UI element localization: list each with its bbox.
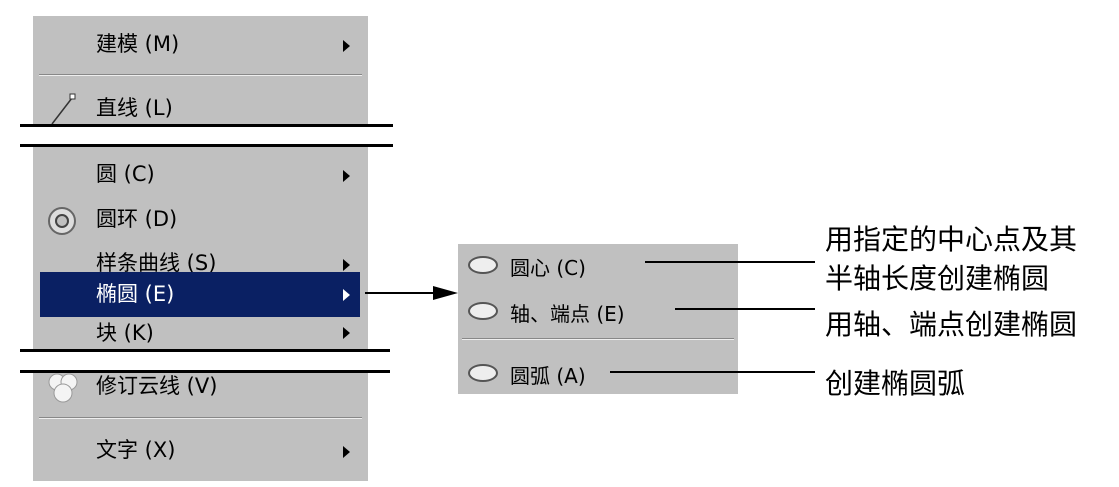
menu-separator (39, 74, 362, 76)
revcloud-icon (48, 373, 78, 403)
annotation-axis: 用轴、端点创建椭圆 (825, 308, 1078, 341)
ellipse-axis-icon (468, 302, 498, 320)
menu-separator (39, 417, 362, 419)
submenu-arrow-icon (343, 259, 350, 271)
submenu-arrow-icon (343, 446, 350, 458)
break-gap (20, 352, 390, 370)
donut-icon (48, 207, 76, 235)
annotation-center-2: 半轴长度创建椭圆 (825, 262, 1050, 295)
arrowhead-icon (433, 286, 458, 300)
menu-item-revcloud[interactable]: 修订云线 (V) (40, 366, 360, 410)
submenu-arrow-icon (343, 170, 350, 182)
break-line (20, 124, 393, 127)
ellipse-arc-icon (468, 364, 498, 382)
submenu-arrow-icon (343, 40, 350, 52)
menu-item-circle[interactable]: 圆 (C) (40, 154, 360, 198)
menu-item-ellipse[interactable]: 椭圆 (E) (40, 272, 360, 317)
leader-line (610, 371, 815, 373)
annotation-arc: 创建椭圆弧 (825, 367, 966, 400)
break-line (20, 370, 390, 373)
ellipse-center-icon (468, 256, 498, 274)
menu-item-spline[interactable]: 样条曲线 (S) (40, 243, 360, 287)
break-line (20, 144, 393, 147)
draw-menu: 建模 (M) 直线 (L) 圆 (C) 圆环 (D) 样条曲线 (S) 椭圆 (… (33, 16, 368, 481)
annotation-center-1: 用指定的中心点及其 (825, 223, 1078, 256)
menu-item-donut[interactable]: 圆环 (D) (40, 199, 360, 243)
menu-item-text[interactable]: 文字 (X) (40, 430, 360, 474)
ellipse-submenu: 圆心 (C) 轴、端点 (E) 圆弧 (A) (458, 244, 738, 394)
break-line (20, 349, 390, 352)
submenu-item-axis-end[interactable]: 轴、端点 (E) (458, 290, 738, 330)
submenu-item-center[interactable]: 圆心 (C) (458, 244, 738, 284)
break-gap (20, 127, 393, 144)
submenu-item-arc[interactable]: 圆弧 (A) (458, 352, 738, 392)
pointer-arrow (365, 292, 435, 294)
leader-line (675, 308, 815, 310)
submenu-separator (462, 338, 734, 340)
submenu-arrow-icon (343, 289, 350, 301)
menu-item-line[interactable]: 直线 (L) (40, 88, 360, 132)
submenu-arrow-icon (343, 327, 350, 339)
leader-line (645, 261, 815, 263)
line-icon (51, 93, 76, 125)
menu-item-block[interactable]: 块 (K) (40, 318, 360, 348)
menu-item-modeling[interactable]: 建模 (M) (40, 24, 360, 68)
